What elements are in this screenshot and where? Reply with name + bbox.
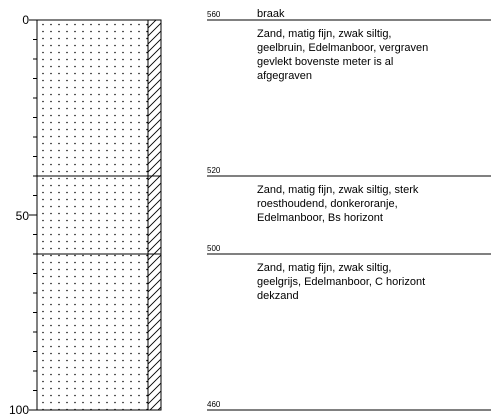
layer-2-top-elevation: 520 (207, 166, 221, 175)
layer-1-label: braak (257, 8, 285, 20)
depth-tick-label-100: 100 (9, 403, 29, 417)
layer-2-description-line-2: roesthoudend, donkeroranje, (257, 198, 398, 210)
layer-3-description-line-1: Zand, matig fijn, zwak siltig, (257, 262, 392, 274)
layer-2-description-line-3: Edelmanboor, Bs horizont (257, 212, 383, 224)
depth-tick-label-0: 0 (22, 13, 29, 27)
layer-1-description-line-3: gevlekt bovenste meter is al (257, 56, 393, 68)
layer-3-description-line-2: geelgrijs, Edelmanboor, C horizont (257, 276, 425, 288)
layer-1-description-line-1: Zand, matig fijn, zwak siltig, (257, 28, 392, 40)
depth-axis: 0 50 100 (9, 13, 37, 417)
bottom-annotation: 460 (207, 400, 491, 410)
sand-pattern-fill (37, 20, 148, 410)
layer-1-description-line-2: geelbruin, Edelmanboor, vergraven (257, 42, 428, 54)
layer-2-description-line-1: Zand, matig fijn, zwak siltig, sterk (257, 184, 419, 196)
soil-column (37, 20, 161, 410)
depth-tick-label-50: 50 (16, 209, 30, 223)
layer-3-annotation: 500 Zand, matig fijn, zwak siltig, geelg… (207, 244, 491, 302)
bottom-elevation: 460 (207, 400, 221, 409)
layer-3-top-elevation: 500 (207, 244, 221, 253)
layer-3-description-line-3: dekzand (257, 290, 299, 302)
layer-1-description-line-4: afgegraven (257, 70, 312, 82)
layer-2-annotation: 520 Zand, matig fijn, zwak siltig, sterk… (207, 166, 491, 224)
layer-1-annotation: 560 braak Zand, matig fijn, zwak siltig,… (207, 8, 491, 82)
depth-axis-ticks (29, 20, 37, 410)
hatched-strip (148, 20, 161, 410)
layer-descriptions: 560 braak Zand, matig fijn, zwak siltig,… (207, 8, 491, 410)
layer-1-top-elevation: 560 (207, 10, 221, 19)
